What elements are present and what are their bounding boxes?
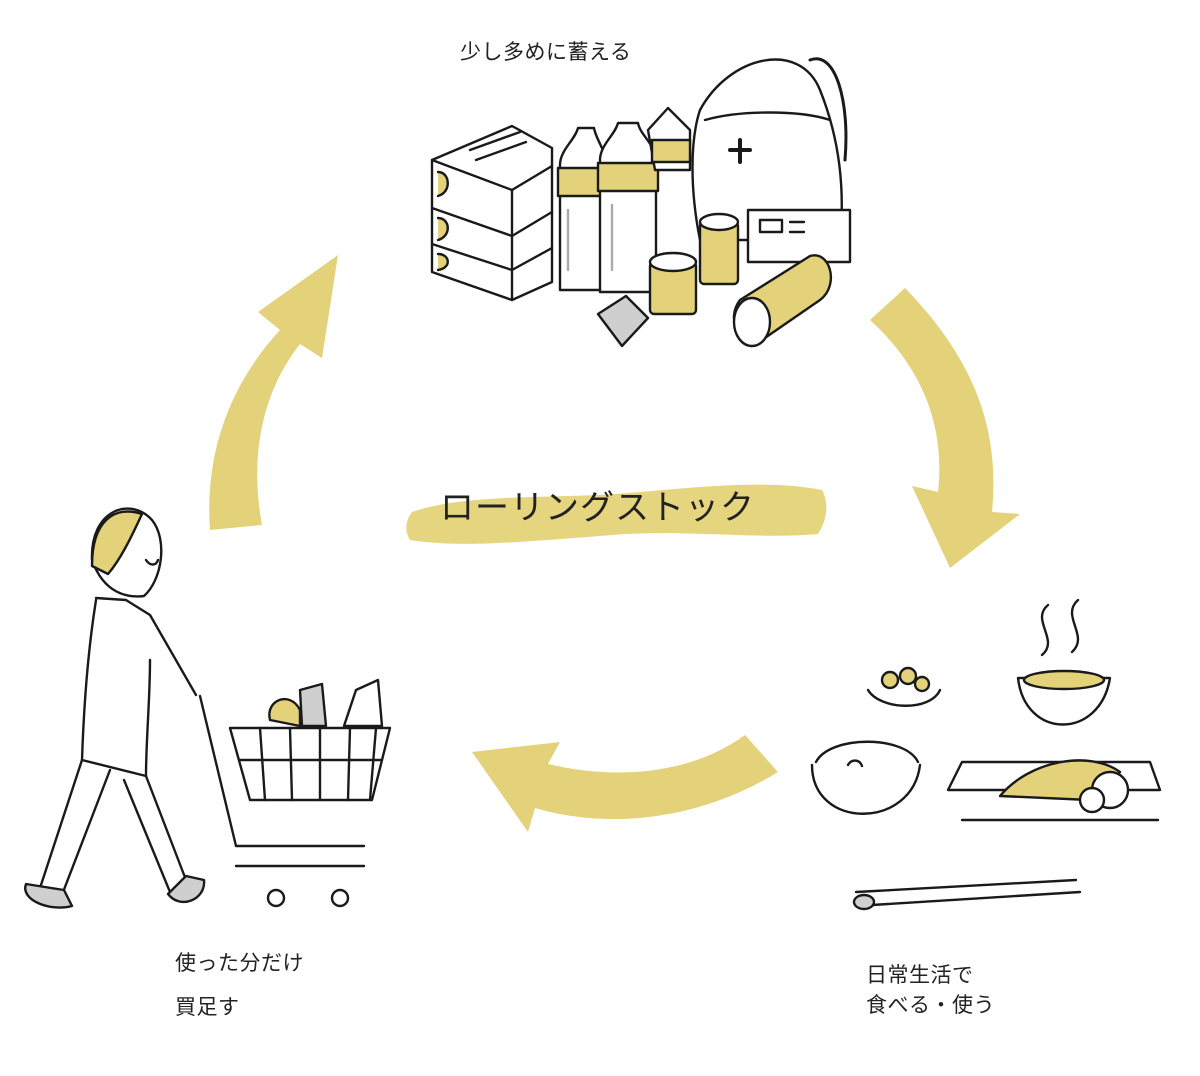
cycle-arrow-left-up <box>209 255 338 530</box>
step-use-label: 日常生活で 食べる・使う <box>866 960 995 1021</box>
step-stock-label: 少し多めに蓄える <box>460 37 631 67</box>
step-use-line1: 日常生活で <box>866 963 974 987</box>
step-buy-label: 使った分だけ 買足す <box>175 948 304 1023</box>
step-use-line2: 食べる・使う <box>866 993 995 1018</box>
person <box>24 507 206 909</box>
side-dish <box>866 666 942 707</box>
soup-bowl <box>1016 669 1112 726</box>
food-cans <box>648 212 833 348</box>
step-stock-text: 少し多めに蓄える <box>460 40 632 64</box>
chopsticks <box>852 878 1082 911</box>
cart-wheel <box>330 888 350 908</box>
meal-illustration <box>810 598 1162 911</box>
small-can <box>596 294 650 348</box>
rice-bowl <box>810 740 922 815</box>
cart-wheel <box>266 888 286 908</box>
cycle-arrow-right-down <box>870 288 1020 568</box>
stockpile-illustration <box>430 57 852 348</box>
tissue-boxes <box>430 124 554 302</box>
title-brush-stroke <box>406 484 827 544</box>
diagram-title: ローリングストック <box>440 488 755 528</box>
step-buy-line2: 買足す <box>175 995 240 1020</box>
water-bottles <box>556 106 692 294</box>
shopping-cart <box>198 678 392 908</box>
shopper-illustration <box>24 507 392 909</box>
steam-lines <box>1040 598 1080 657</box>
cycle-arrow-bottom-left <box>472 735 778 832</box>
fish-plate <box>946 759 1162 822</box>
emergency-backpack <box>691 57 852 264</box>
step-buy-line1: 使った分だけ <box>175 951 304 975</box>
